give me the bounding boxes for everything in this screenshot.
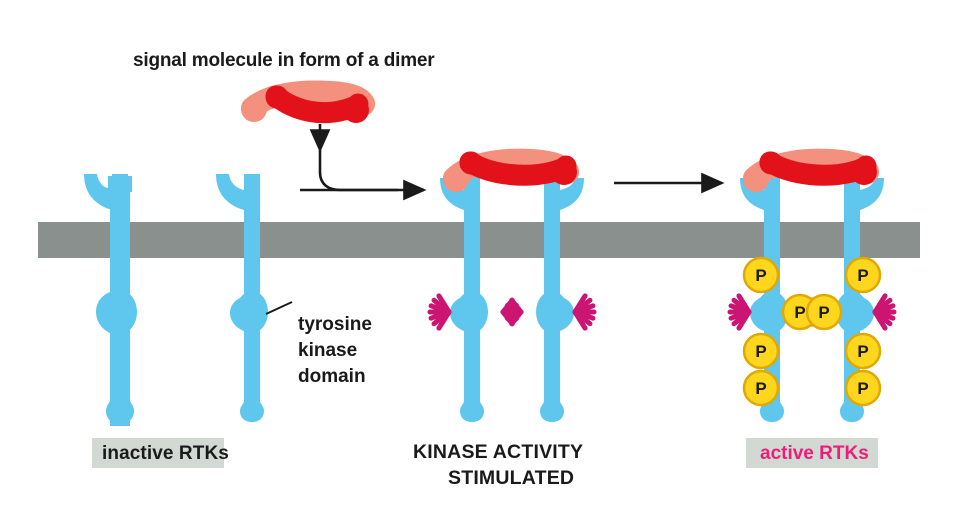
ligand-entry-arrow [300, 124, 427, 201]
tyrosine-kinase-domain [236, 291, 268, 333]
phosphate-letter: P [857, 266, 868, 285]
bound-signal-molecule-dimer [743, 148, 879, 192]
stage-inactive: tyrosine kinase domain inactive RTKs [82, 174, 372, 468]
phosphate-group: P [805, 293, 843, 331]
stage-label-stimulated-line2: STIMULATED [448, 467, 574, 489]
phosphate-letter: P [794, 303, 805, 322]
phosphate-group: P [742, 256, 780, 294]
phosphate-group: P [844, 369, 882, 407]
phosphate-letter: P [857, 342, 868, 361]
tyrosine-kinase-domain [756, 291, 788, 333]
phosphate-group: P [844, 332, 882, 370]
tyrosine-kinase-domain [456, 291, 488, 333]
callout-label-line1: tyrosine [298, 314, 372, 335]
receptor-dimer-stimulated [440, 170, 584, 422]
phosphate-letter: P [755, 379, 766, 398]
phosphate-group: P [742, 369, 780, 407]
tyrosine-kinase-domain [536, 291, 568, 333]
receptor-inactive-1 [82, 174, 137, 426]
phosphate-letter: P [755, 342, 766, 361]
receptor-inactive-2 [216, 174, 268, 422]
figure-caption: signal molecule in form of a dimer [133, 50, 435, 71]
stage-label-stimulated-line1: KINASE ACTIVITY [413, 441, 583, 463]
phosphate-group: P [844, 256, 882, 294]
phosphate-group: P [742, 332, 780, 370]
stage-label-box-active [746, 438, 878, 468]
stage-label-inactive: inactive RTKs [102, 443, 229, 464]
phosphate-letter: P [818, 303, 829, 322]
callout-label-line2: kinase [298, 340, 357, 361]
callout-leader-line [265, 301, 293, 315]
stage-label-active: active RTKs [760, 443, 869, 464]
stage-active: P P P P P P [730, 148, 894, 468]
phosphate-letter: P [755, 266, 766, 285]
bound-signal-molecule-dimer [443, 148, 579, 192]
activity-rays-inner-left [503, 297, 524, 327]
stage-label-box-inactive [92, 438, 224, 468]
ligand-monomer-red [759, 151, 877, 186]
tyrosine-kinase-domain [836, 291, 868, 333]
callout-label-line3: domain [298, 366, 366, 387]
ligand-monomer-red [459, 151, 577, 186]
free-signal-molecule-dimer [241, 80, 375, 124]
ligand-monomer-red [265, 85, 369, 124]
stage-stimulated: KINASE ACTIVITY STIMULATED [413, 148, 594, 489]
phosphate-letter: P [857, 379, 868, 398]
